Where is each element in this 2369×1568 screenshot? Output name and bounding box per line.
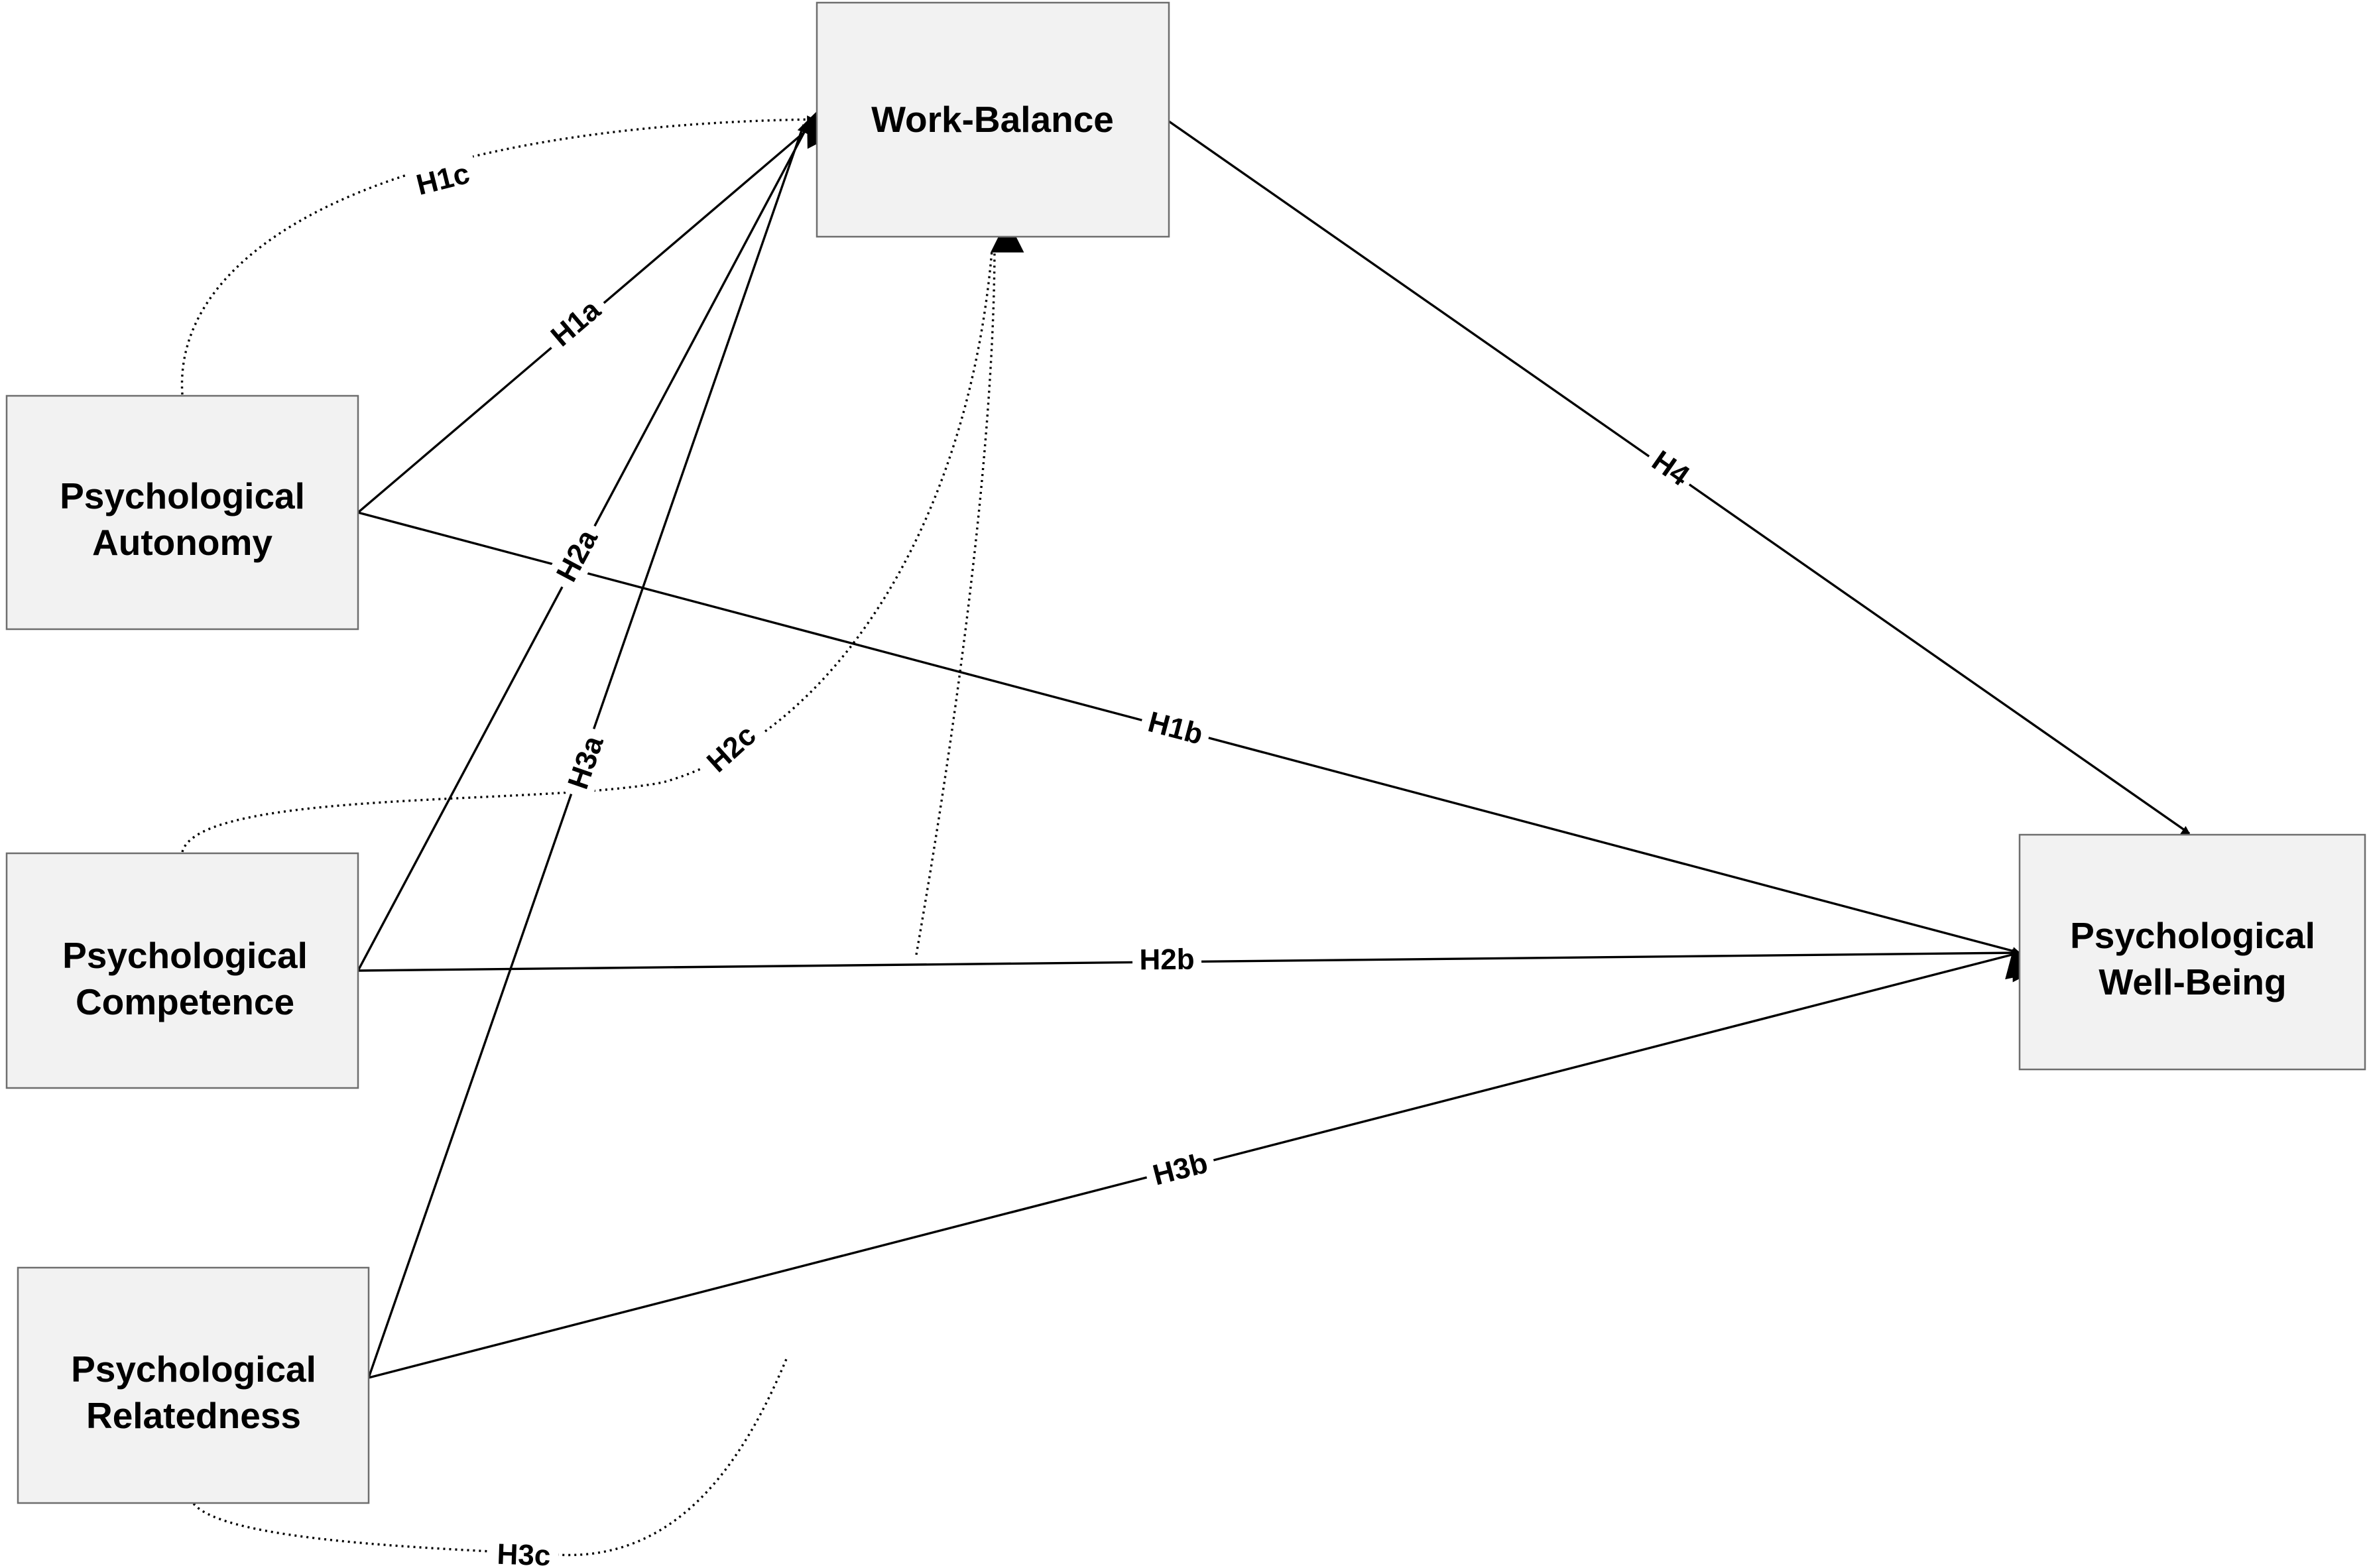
edge-label-h2b: H2b <box>1132 941 1202 978</box>
edge-label-text: H1c <box>413 157 473 202</box>
edge-label-h2a: H2a <box>544 516 609 595</box>
node-label-line: Psychological <box>71 1349 316 1390</box>
node-label-line: Relatedness <box>86 1395 301 1436</box>
edge-label-background <box>544 516 609 595</box>
edge-label-background <box>405 153 481 205</box>
edge-label-h1c: H1c <box>405 153 481 205</box>
edge-label-h3b: H3b <box>1142 1142 1219 1195</box>
edge-label-text: H3b <box>1150 1146 1211 1191</box>
edge-h1c <box>180 115 841 395</box>
node-label-line: Well-Being <box>2098 961 2286 1002</box>
edge-label-h4: H4 <box>1640 439 1701 497</box>
edge-label-text: H3a <box>562 732 610 794</box>
edge-label-h2c: H2c <box>694 712 769 785</box>
edge-label-background <box>557 724 614 801</box>
node-label-line: Work-Balance <box>871 99 1114 140</box>
edge-label-h1b: H1b <box>1137 701 1214 754</box>
node-label-line: Competence <box>76 981 294 1022</box>
edge-label-text: H2b <box>1139 943 1195 977</box>
edge-label-h1a: H1a <box>537 286 614 359</box>
edge-label-background <box>1137 701 1214 754</box>
edge-label-background <box>489 1536 559 1568</box>
edge-label-h3c: H3c <box>489 1536 559 1568</box>
edge-label-background <box>1132 941 1202 978</box>
edge-label-h3a: H3a <box>557 724 614 801</box>
edge-h2c-connector <box>915 219 1024 955</box>
edge-label-background <box>694 712 769 785</box>
edge-label-background <box>537 286 614 359</box>
node-label-line: Autonomy <box>92 522 273 563</box>
node-label-line: Psychological <box>60 475 305 516</box>
node-label-line: Psychological <box>62 935 308 976</box>
edge-label-text: H1b <box>1144 705 1206 751</box>
edge-labels: H1a H1b H1c H2a H2b H2c H3a H3b H3c H4 <box>405 153 1701 1568</box>
edge-label-text: H3c <box>497 1538 551 1568</box>
edge-label-background <box>1142 1142 1219 1195</box>
node-label-line: Psychological <box>2070 915 2315 956</box>
edge-label-background <box>1640 439 1701 497</box>
node-work-balance: Work-Balance <box>816 1 1170 238</box>
